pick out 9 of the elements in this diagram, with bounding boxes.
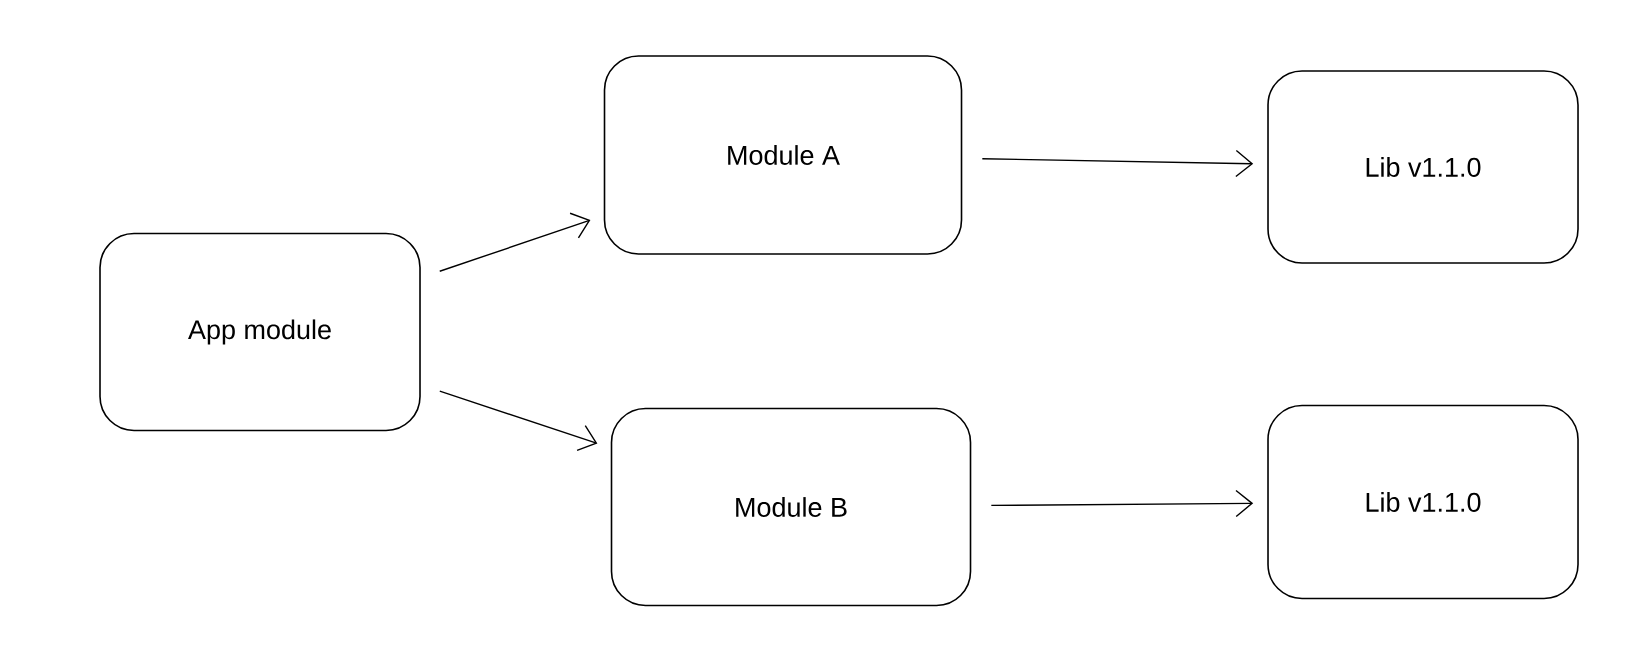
arrow xyxy=(439,390,598,452)
arrow xyxy=(990,489,1254,518)
module-box: Lib v1.1.0 xyxy=(1267,70,1579,264)
module-box: Lib v1.1.0 xyxy=(1267,404,1579,600)
arrow xyxy=(439,212,591,272)
arrow xyxy=(981,149,1254,178)
module-box: Module B xyxy=(610,407,972,607)
module-box: App module xyxy=(99,232,421,432)
module-box: Module A xyxy=(603,55,963,255)
